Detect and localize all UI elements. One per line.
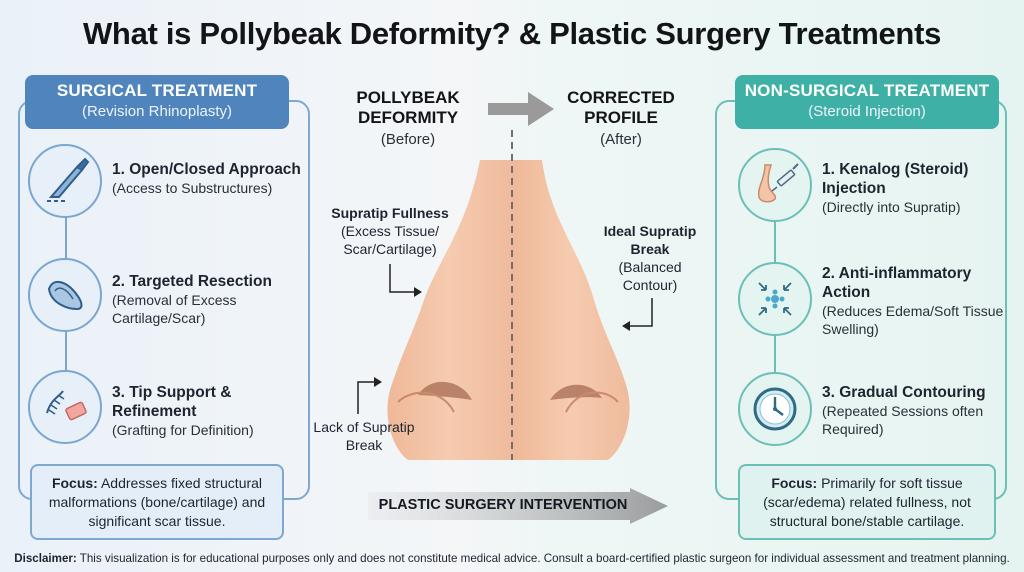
disclaimer: Disclaimer: This visualization is for ed… [0,552,1024,565]
nonsurgical-header: NON-SURGICAL TREATMENT (Steroid Injectio… [735,75,999,129]
nonsurgical-connector [774,220,776,266]
surgical-focus-label: Focus: [51,475,98,491]
supratip-fullness-desc: (Excess Tissue/ Scar/Cartilage) [340,223,440,257]
nonsurgical-step-1: 1. Kenalog (Steroid) Injection (Directly… [822,160,1012,216]
nonsurgical-step-2-desc: (Reduces Edema/Soft Tissue Swelling) [822,303,1004,337]
surgical-step-1: 1. Open/Closed Approach (Access to Subst… [112,160,302,197]
surgical-connector [65,320,67,376]
before-title: POLLYBEAK DEFORMITY [356,88,460,127]
surgical-step-1-desc: (Access to Substructures) [112,180,273,196]
before-after-arrow [488,92,554,126]
lack-pointer-arrow [357,377,382,414]
intervention-banner-arrow [368,488,668,524]
disclaimer-label: Disclaimer: [14,552,77,565]
intervention-banner-label: PLASTIC SURGERY INTERVENTION [378,497,628,513]
syringe-nose-icon [738,148,812,222]
after-subtitle: (After) [600,131,642,148]
nonsurgical-focus-box: Focus: Primarily for soft tissue (scar/e… [738,464,996,540]
after-title: CORRECTED PROFILE [567,88,675,127]
nonsurgical-heading: NON-SURGICAL TREATMENT [744,81,990,100]
annotation-ideal-supratip: Ideal Supratip Break (Balanced Contour) [594,222,706,294]
surgical-connector [65,206,67,266]
nonsurgical-step-3-desc: (Repeated Sessions often Required) [822,403,984,437]
ideal-pointer-arrow [622,298,653,331]
surgical-step-3: 3. Tip Support & Refinement (Grafting fo… [112,383,302,439]
graft-suture-icon [28,370,102,444]
surgical-step-2-desc: (Removal of Excess Cartilage/Scar) [112,292,237,326]
nonsurgical-step-1-title: 1. Kenalog (Steroid) Injection [822,161,969,197]
surgical-focus-text: Addresses fixed structural malformations… [48,475,266,529]
nonsurgical-step-3-title: 3. Gradual Contouring [822,384,986,401]
page-title: What is Pollybeak Deformity? & Plastic S… [82,16,942,51]
surgical-subheading: (Revision Rhinoplasty) [81,103,233,120]
surgical-heading: SURGICAL TREATMENT [56,81,258,100]
nonsurgical-connector [774,334,776,374]
clock-icon [738,372,812,446]
supratip-fullness-title: Supratip Fullness [331,205,449,221]
nonsurgical-step-1-desc: (Directly into Supratip) [822,199,961,215]
before-subtitle: (Before) [380,131,436,148]
annotation-lack-supratip-break: Lack of Supratip Break [313,419,415,453]
nonsurgical-focus-text: Primarily for soft tissue (scar/edema) r… [763,475,971,529]
disclaimer-text: This visualization is for educational pu… [79,552,1010,565]
scalpel-icon [28,144,102,218]
nonsurgical-focus-label: Focus: [771,475,818,491]
after-header: CORRECTED PROFILE (After) [546,88,696,150]
nose-illustration [387,130,630,460]
surgical-header: SURGICAL TREATMENT (Revision Rhinoplasty… [25,75,289,129]
ideal-supratip-desc: (Balanced Contour) [618,259,682,293]
surgical-focus-box: Focus: Addresses fixed structural malfor… [30,464,284,540]
nonsurgical-step-3: 3. Gradual Contouring (Repeated Sessions… [822,383,1012,438]
surgical-step-2: 2. Targeted Resection (Removal of Excess… [112,272,302,327]
ideal-supratip-title: Ideal Supratip Break [603,223,697,257]
before-header: POLLYBEAK DEFORMITY (Before) [338,88,478,150]
surgical-step-2-title: 2. Targeted Resection [112,273,272,290]
nonsurgical-step-2-title: 2. Anti-inflammatory Action [822,265,972,301]
surgical-step-3-desc: (Grafting for Definition) [112,422,254,438]
cartilage-icon [28,258,102,332]
surgical-step-1-title: 1. Open/Closed Approach [112,161,301,178]
nonsurgical-step-2: 2. Anti-inflammatory Action (Reduces Ede… [822,264,1012,338]
fullness-pointer-arrow [389,264,422,297]
nonsurgical-subheading: (Steroid Injection) [808,103,926,120]
anti-inflammatory-icon [738,262,812,336]
annotation-supratip-fullness: Supratip Fullness (Excess Tissue/ Scar/C… [328,204,452,258]
surgical-step-3-title: 3. Tip Support & Refinement [112,384,232,420]
